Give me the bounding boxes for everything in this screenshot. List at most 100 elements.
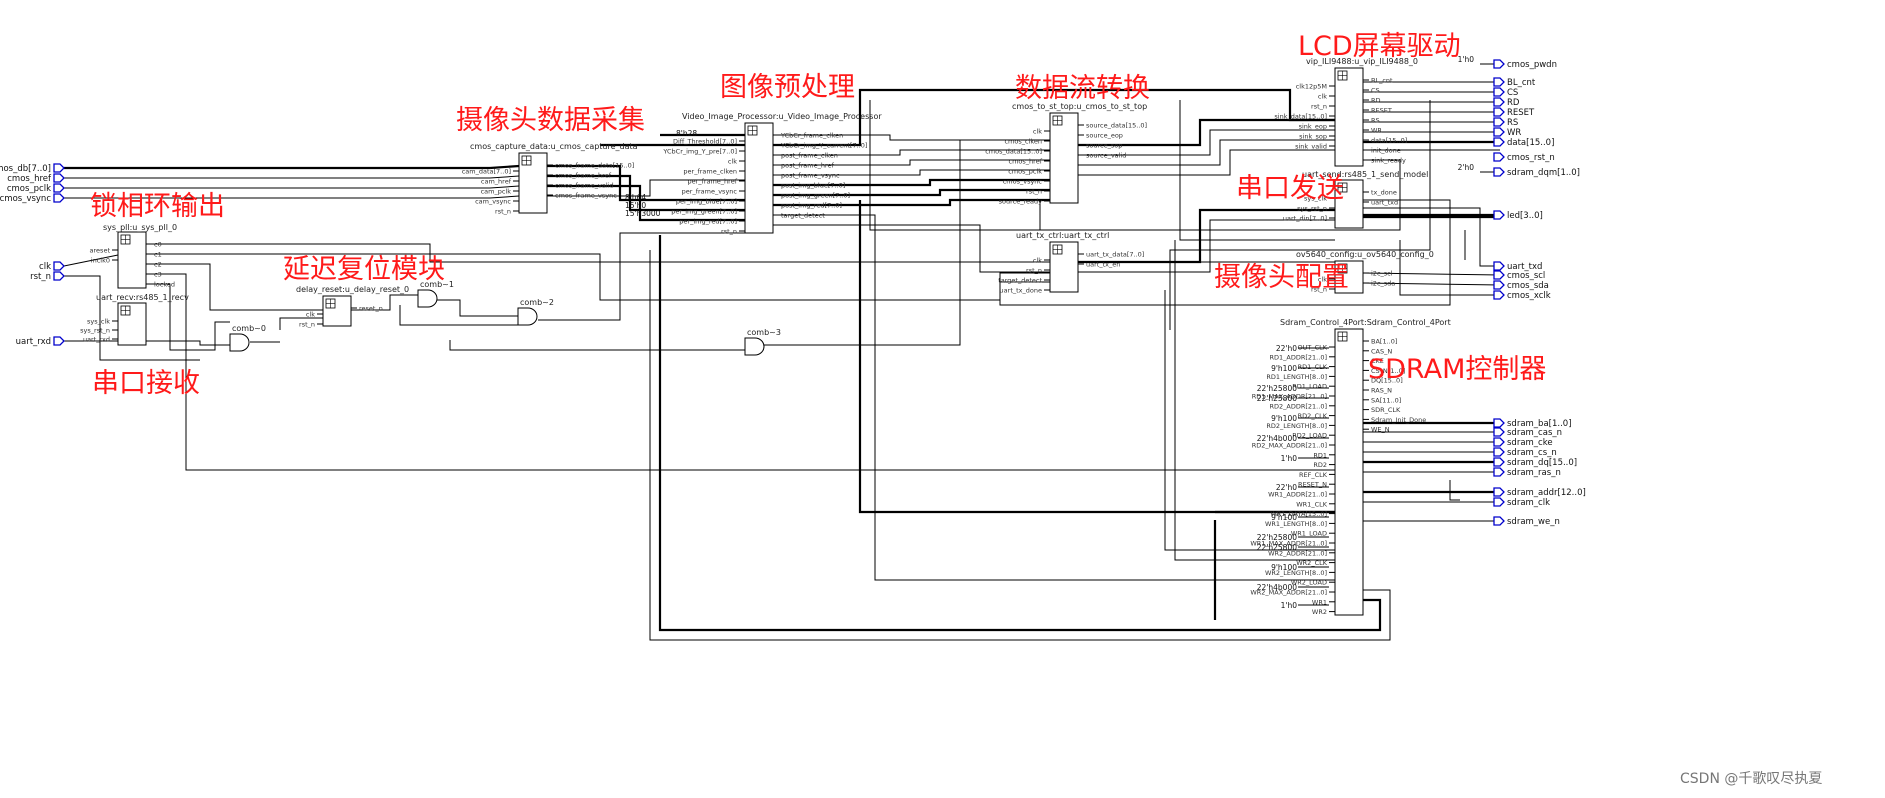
input-pin-label: rst_n [1311, 103, 1327, 111]
output-port-icon [1493, 497, 1505, 507]
output-port-label: cmos_rst_n [1507, 153, 1555, 163]
output-pin-label: uart_tx_en [1086, 261, 1120, 269]
wire [1078, 219, 1335, 273]
output-port-label: sdram_cke [1507, 438, 1553, 448]
wire [489, 164, 520, 170]
constant-label: 1'h0 [1281, 454, 1298, 463]
output-port-icon [1493, 427, 1505, 437]
annotation-delay-reset: 延迟复位模块 [283, 254, 445, 285]
module-box [1334, 328, 1364, 616]
module-title: Sdram_Control_4Port:Sdram_Control_4Port [1280, 318, 1451, 327]
output-port-label: RESET [1507, 108, 1535, 118]
output-pin-label: CS_N[1..0] [1371, 367, 1405, 375]
input-pin-label: cmos_vsync [1003, 178, 1043, 186]
constant-label: 9'h100 [1271, 364, 1297, 373]
output-port: RD [1493, 97, 1520, 108]
output-port-icon [1493, 59, 1505, 69]
output-port-label: cmos_sda [1507, 281, 1549, 291]
output-pin-label: uart_tx_data[7..0] [1086, 251, 1144, 259]
wire-layer [63, 63, 1501, 641]
constant-label: 9'h100 [1271, 414, 1297, 423]
input-port: cmos_pclk [7, 183, 65, 194]
input-pin-label: inclk0 [91, 257, 110, 265]
wire [489, 195, 520, 199]
wire [1169, 100, 1431, 330]
input-port-icon [53, 183, 65, 193]
and-gate-icon [517, 307, 538, 326]
input-port-label: uart_rxd [16, 337, 51, 347]
wire [64, 275, 200, 361]
module-title: uart_send:rs485_1_send_model [1302, 170, 1428, 179]
wire [773, 224, 1050, 273]
output-pin-label: source_sop [1086, 142, 1122, 150]
output-port-label: sdram_dq[15..0] [1507, 458, 1577, 468]
input-pin-label: rst_n [299, 321, 315, 329]
module-lcd: vip_ILI9488:u_vip_ILI9488_0clk12p5Mclkrs… [1274, 57, 1418, 167]
output-port-icon [1493, 290, 1505, 300]
annotation-sdram-controller: SDRAM控制器 [1368, 354, 1546, 385]
output-pin-label: tx_done [1371, 189, 1397, 197]
output-port: sdram_addr[12..0] [1493, 487, 1586, 498]
input-pin-label: cam_data[7..0] [462, 168, 511, 176]
output-pin-label: Sdram_Init_Done [1371, 416, 1426, 424]
constant-label: 22'h0 [1276, 344, 1297, 353]
constant-label: 15'h0 [625, 201, 646, 210]
annotation-camera-config: 摄像头配置 [1214, 262, 1349, 293]
output-port-icon [1493, 127, 1505, 137]
output-port-label: sdram_we_n [1507, 517, 1560, 527]
input-pin-label: rst_n [1026, 267, 1042, 275]
output-port-icon [1493, 77, 1505, 87]
input-port-label: cmos_href [7, 174, 52, 184]
wire [399, 305, 518, 326]
input-pin-label: rst_n [721, 228, 737, 236]
input-pin-label: source_ready [999, 198, 1042, 206]
input-port: uart_rxd [16, 336, 65, 347]
output-pin-label: CAS_N [1371, 347, 1392, 355]
input-pin-label: per_frame_clken [683, 168, 737, 176]
output-pin-label: cmos_frame_data[15..0] [555, 162, 634, 170]
wire [1078, 149, 1335, 176]
output-pin-label: cmos_frame_href [555, 172, 612, 180]
watermark: CSDN @千歌叹尽执夏 [1680, 771, 1822, 787]
module-box [744, 122, 774, 234]
output-port: sdram_we_n [1493, 516, 1560, 527]
wire [146, 283, 230, 351]
output-port-label: sdram_ras_n [1507, 468, 1561, 478]
input-pin-label: WR2_MAX_ADDR[21..0] [1250, 589, 1327, 597]
constant-label: 22'h25800 [1257, 384, 1297, 393]
constant-label: 22'h4b000 [1257, 434, 1297, 443]
output-port-label: cmos_pwdn [1507, 60, 1557, 70]
wire [436, 299, 518, 317]
output-pin-label: post_frame_vsync [781, 172, 840, 180]
output-pin-label: c3 [154, 271, 162, 279]
annotation-camera-capture: 摄像头数据采集 [456, 105, 645, 136]
wire [547, 174, 745, 212]
and-gate-1: comb~1 [417, 280, 454, 308]
output-pin-label: BL_cnt [1371, 77, 1393, 85]
output-port: sdram_cas_n [1493, 427, 1562, 438]
output-port: sdram_cke [1493, 437, 1553, 448]
constant-label: 1'h0 [1458, 55, 1475, 64]
output-pin-label: c0 [154, 241, 162, 249]
output-pin-label: post_img_green[7..0] [781, 192, 850, 200]
output-port-icon [1493, 280, 1505, 290]
module-vip: Video_Image_Processor:u_Video_Image_Proc… [662, 112, 882, 236]
annotation-uart-receive: 串口接收 [92, 368, 200, 399]
constant-label: 22'h0 [1276, 483, 1297, 492]
module-sdram: Sdram_Control_4Port:Sdram_Control_4PortO… [1250, 318, 1450, 616]
input-port-label: cmos_pclk [7, 184, 51, 194]
annotation-lcd-driver: LCD屏幕驱动 [1298, 31, 1461, 62]
module-title: cmos_to_st_top:u_cmos_to_st_top [1012, 102, 1147, 111]
output-port-label: cmos_xclk [1507, 291, 1551, 301]
constant-layer: 1'h02'h08'h288'h6415'h015'h300022'h09'h1… [625, 55, 1474, 610]
output-pin-label: cmos_frame_valid [555, 182, 614, 190]
wire [1174, 240, 1335, 561]
wire [773, 214, 1335, 581]
output-pin-label: uart_txd [1371, 199, 1398, 207]
output-port-icon [1493, 107, 1505, 117]
input-pin-label: RD2_LENGTH[8..0] [1266, 422, 1327, 430]
output-port-icon [1493, 467, 1505, 477]
input-pin-label: RD2_CLK [1298, 412, 1328, 420]
output-port-label: sdram_clk [1507, 498, 1550, 508]
